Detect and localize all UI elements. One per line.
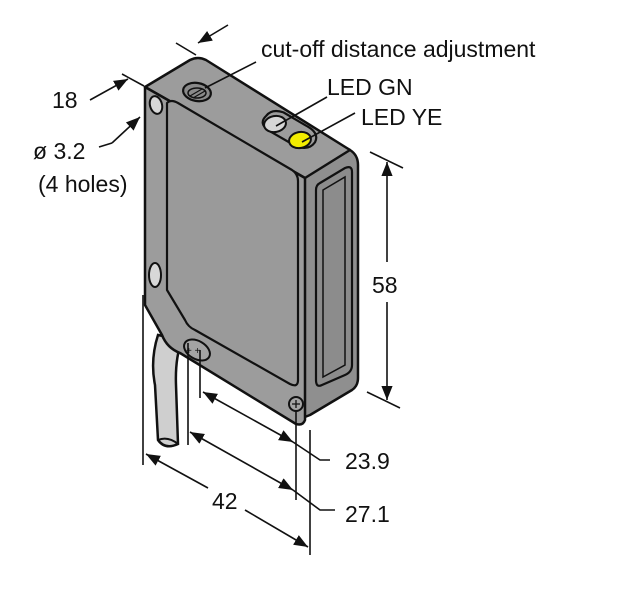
led-housing <box>261 109 318 150</box>
led-ye-icon <box>288 130 312 150</box>
extension-lines <box>142 295 311 555</box>
cutoff-adjustment-screw <box>182 81 212 103</box>
dimension-height <box>366 151 404 409</box>
label-hole-diameter: ø 3.2 <box>33 138 85 164</box>
cable <box>151 333 184 448</box>
dimension-height-value: 58 <box>372 272 398 298</box>
label-led-gn: LED GN <box>327 74 413 100</box>
dimension-depth <box>89 24 229 144</box>
dimension-width <box>145 453 309 548</box>
leader-lines <box>98 61 356 148</box>
label-cutoff-distance-adjustment: cut-off distance adjustment <box>261 36 536 62</box>
label-hole-count: (4 holes) <box>38 171 127 197</box>
mounting-holes: + + <box>148 95 304 412</box>
svg-text:+ +: + + <box>186 346 201 357</box>
led-gn-icon <box>263 114 287 134</box>
dimension-width-value: 42 <box>212 488 238 514</box>
sensor-body <box>143 56 360 426</box>
label-led-ye: LED YE <box>361 104 442 130</box>
dimension-hole-spacing-outer <box>189 431 335 511</box>
dimension-hole-spacing-outer-value: 27.1 <box>345 501 390 527</box>
dimension-hole-spacing-inner-value: 23.9 <box>345 448 390 474</box>
dimension-depth-value: 18 <box>52 87 78 113</box>
